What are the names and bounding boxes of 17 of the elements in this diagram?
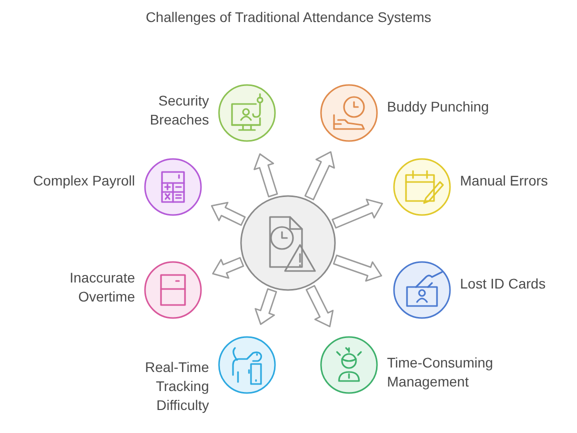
block-arrow bbox=[210, 202, 246, 226]
challenge-label: Buddy Punching bbox=[387, 97, 490, 116]
challenge-label: Manual Errors bbox=[460, 171, 549, 190]
block-arrow bbox=[254, 288, 278, 325]
diagram-title: Challenges of Traditional Attendance Systems bbox=[144, 9, 432, 25]
challenge-label: Real-Time Tracking Difficulty bbox=[144, 358, 209, 415]
challenge-label: Time-Consuming Management bbox=[387, 354, 494, 392]
block-arrow bbox=[333, 254, 382, 282]
challenge-label: Lost ID Cards bbox=[460, 274, 547, 294]
block-arrow bbox=[332, 198, 384, 229]
block-arrow bbox=[254, 153, 278, 198]
block-arrow bbox=[304, 151, 335, 200]
block-arrow bbox=[306, 285, 334, 328]
challenge-label: Inaccurate Overtime bbox=[68, 268, 135, 307]
block-arrow bbox=[212, 257, 244, 279]
challenge-label: Complex Payroll bbox=[32, 171, 135, 190]
challenge-label: Security Breaches bbox=[148, 92, 209, 130]
